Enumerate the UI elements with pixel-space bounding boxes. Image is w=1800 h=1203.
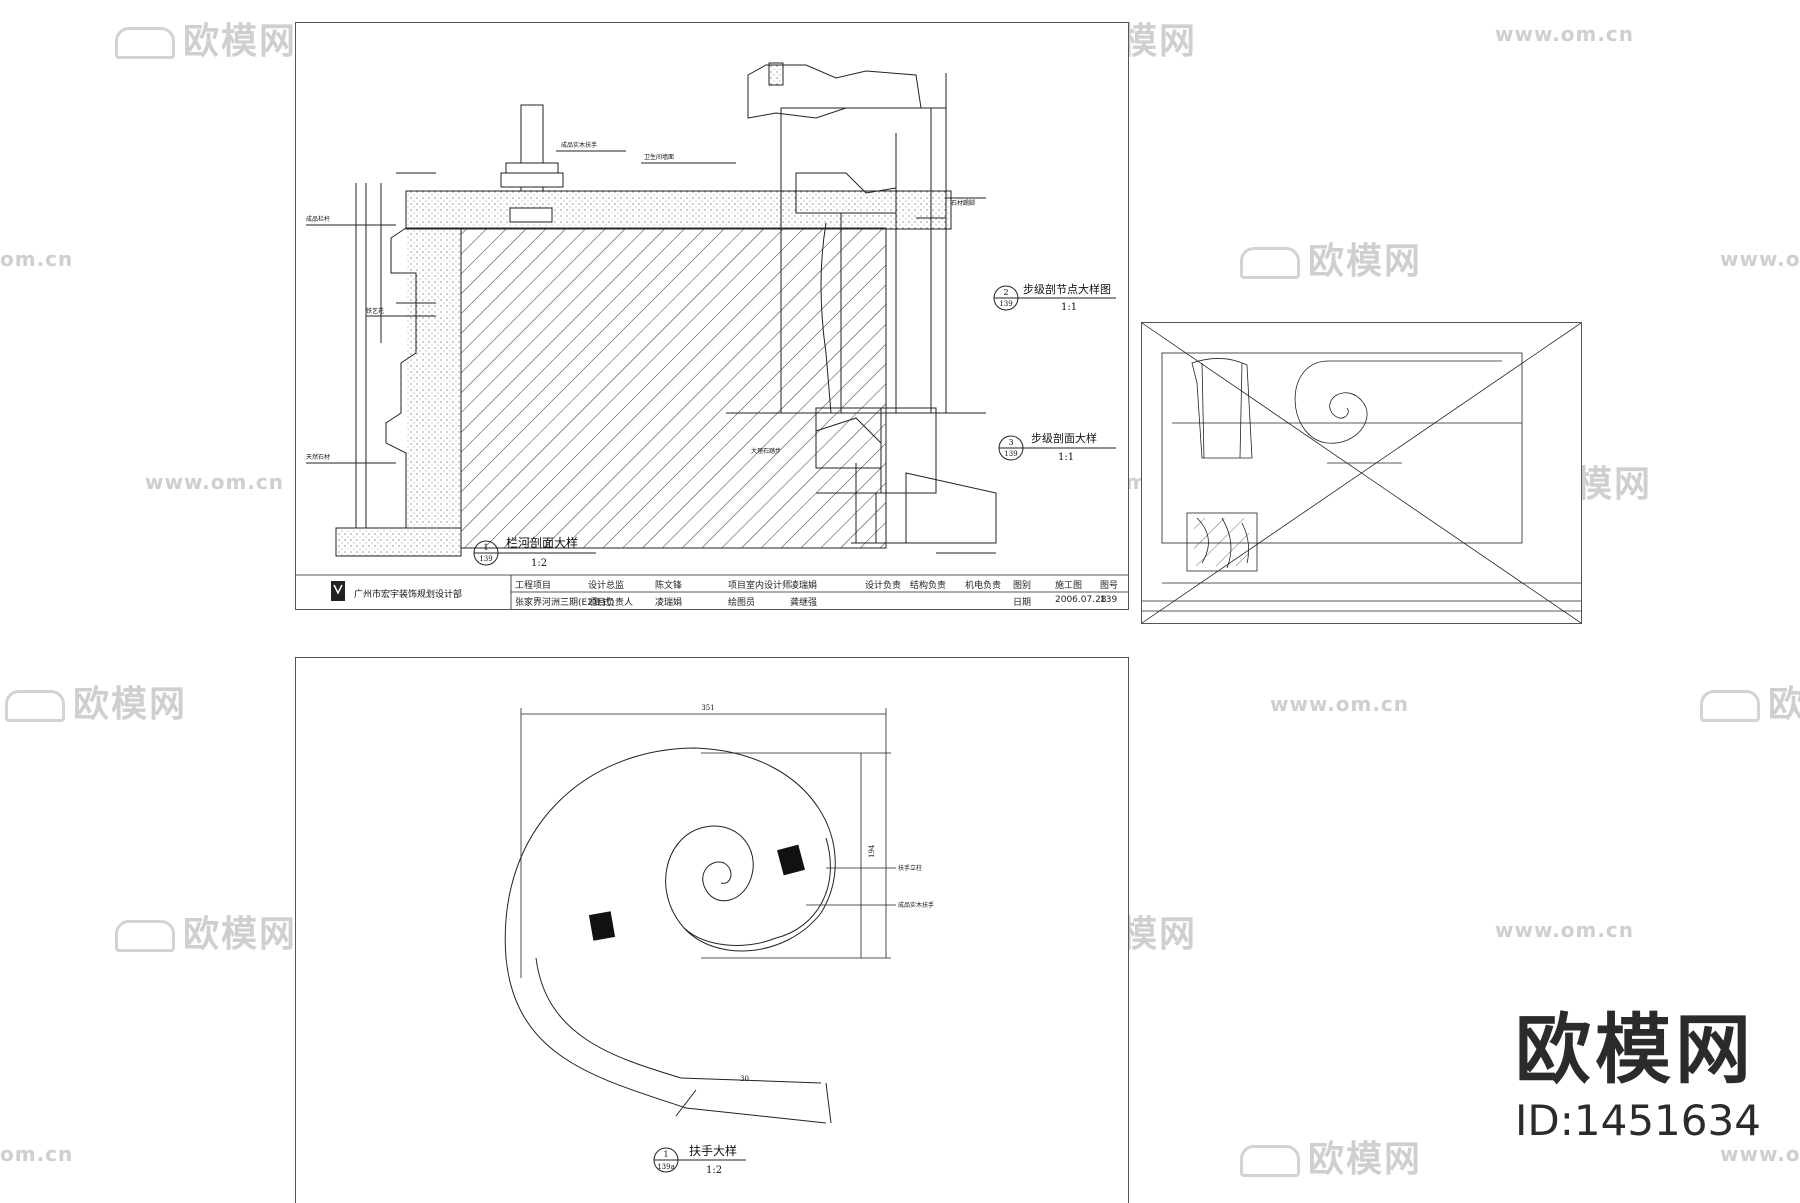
label-scale: 1:2 [531, 558, 547, 569]
title-block-cell: 工程项目 [515, 581, 552, 591]
label-ref: 139 [999, 300, 1012, 308]
watermark-logo-icon [1240, 247, 1300, 279]
section-label-step-node: 2 139 步级剖节点大样图 1:1 [993, 282, 1116, 313]
section-label-step: 3 139 步级剖面大样 1:1 [998, 431, 1116, 463]
title-block-cell: 139 [1100, 595, 1118, 605]
watermark-brand: 欧模网 [1240, 1130, 1422, 1182]
title-block-cell: 设计总监 [588, 581, 625, 591]
company-logo [331, 581, 345, 601]
watermark-brand: 欧模网 [115, 905, 297, 957]
watermark-url: www.om.cn [1720, 247, 1800, 271]
drawing-sheet-handrail-detail [1141, 322, 1582, 624]
handrail-plan-drawing: 351 194 30 扶手立柱 成品实木扶手 1 139a 扶手大样 1:2 [504, 704, 934, 1176]
watermark-url: www.om.cn [1495, 22, 1635, 46]
watermark-brand-text: 欧模网 [1308, 241, 1423, 282]
dimension-lines [520, 708, 896, 978]
title-block-cell: 龚继强 [790, 598, 818, 608]
handrail-detail-drawing [1142, 323, 1581, 623]
label-title: 栏河剖面大样 [506, 535, 578, 550]
section-label-balustrade: 1 139 栏河剖面大样 1:2 [473, 535, 596, 569]
watermark-url: om.cn [0, 247, 74, 271]
label-scale: 1:1 [1061, 302, 1077, 313]
watermark-brand: 欧模网 [115, 12, 297, 64]
detail-label-handrail: 1 139a 扶手大样 1:2 [653, 1143, 746, 1176]
volute-outline [504, 747, 836, 1124]
label-number: 1 [663, 1150, 668, 1159]
annotation-text: 铁艺花 [366, 307, 384, 315]
baluster-post-icon [777, 844, 805, 876]
title-block-cell: 机电负责 [965, 581, 1002, 591]
brand-id: ID:1451634 [1515, 1096, 1761, 1145]
brand-name: 欧模网 [1515, 1005, 1755, 1094]
drawing-sheet-sections: 成品栏杆 铁艺花 天然石材 成品实木扶手 卫生间墙面 1 139 栏河剖面大样 … [295, 22, 1129, 610]
label-title: 步级剖节点大样图 [1023, 282, 1111, 296]
title-block-cell: 张家界河洲三期(E2复式) [515, 598, 615, 608]
balustrade-section [306, 104, 952, 557]
watermark-logo-icon [1700, 690, 1760, 722]
company-name: 广州市宏宇装饰规划设计部 [354, 588, 462, 600]
annotation-text: 大理石踏步 [751, 447, 781, 455]
dim-height: 194 [868, 844, 876, 858]
watermark-brand-text: 欧模网 [183, 21, 298, 62]
title-block-cell: 图别 [1013, 581, 1032, 591]
annotation-text: 石材踢脚 [951, 199, 975, 207]
watermark-brand-text: 欧模网 [183, 914, 298, 955]
annotation-text: 成品实木扶手 [561, 141, 597, 149]
label-ref: 139 [1004, 450, 1017, 458]
drawing-sheet-handrail-plan: 351 194 30 扶手立柱 成品实木扶手 1 139a 扶手大样 1:2 [295, 657, 1129, 1203]
label-title: 步级剖面大样 [1031, 431, 1097, 445]
watermark-logo-icon [5, 690, 65, 722]
label-scale: 1:2 [706, 1165, 722, 1176]
watermark-brand-text: 欧模网 [73, 684, 188, 725]
title-block-cell: 项目负责人 [588, 598, 634, 608]
watermark-brand: 欧模网 [1240, 232, 1422, 284]
title-block [296, 574, 1128, 609]
step-section-detail [815, 407, 997, 554]
annotation-text: 成品栏杆 [306, 215, 330, 223]
annotation-text: 天然石材 [306, 453, 330, 461]
dim-width: 351 [701, 704, 714, 712]
title-block-cell: 2006.07.28 [1055, 595, 1107, 605]
watermark-url: www.om.cn [145, 470, 285, 494]
title-block-cell: 绘图员 [728, 598, 756, 608]
watermark-logo-icon [115, 920, 175, 952]
title-block-cell: 日期 [1013, 598, 1032, 608]
annotation-text: 成品实木扶手 [898, 901, 934, 909]
title-block-cell: 凌瑞娟 [655, 598, 683, 608]
watermark-brand: 欧模网 [5, 675, 187, 727]
title-block-cell: 结构负责 [910, 581, 947, 591]
label-number: 3 [1008, 438, 1013, 447]
label-ref: 139 [479, 555, 492, 563]
title-block-cell: 图号 [1100, 581, 1119, 591]
watermark-logo-icon [115, 27, 175, 59]
label-title: 扶手大样 [689, 1143, 737, 1158]
brand-watermark: 欧模网 ID:1451634 [1515, 1010, 1761, 1146]
watermark-brand: 欧模网 [1700, 675, 1800, 727]
watermark-logo-icon [1240, 1145, 1300, 1177]
title-block-cell: 设计负责 [865, 581, 902, 591]
annotation-text: 扶手立柱 [898, 864, 922, 872]
watermark-brand-text: 欧模网 [1768, 684, 1800, 725]
title-block-cell: 陈文锋 [655, 581, 683, 591]
label-number: 2 [1003, 288, 1008, 297]
watermark-brand-text: 欧模网 [1308, 1139, 1423, 1180]
label-number: 1 [483, 543, 488, 552]
watermark-url: www.om.cn [1270, 692, 1410, 716]
title-block-cell: 凌瑞娟 [790, 581, 818, 591]
watermark-url: om.cn [0, 1142, 74, 1166]
label-ref: 139a [657, 1163, 675, 1171]
title-block-cell: 施工图 [1055, 581, 1083, 591]
step-node-detail [726, 62, 986, 414]
label-scale: 1:1 [1058, 452, 1074, 463]
sections-drawing: 成品栏杆 铁艺花 天然石材 成品实木扶手 卫生间墙面 1 139 栏河剖面大样 … [296, 62, 1128, 609]
title-block-cell: 项目室内设计师 [728, 581, 792, 591]
baluster-post-icon [588, 911, 616, 941]
watermark-url: www.om.cn [1495, 918, 1635, 942]
annotation-text: 卫生间墙面 [644, 153, 674, 161]
dim-neck: 30 [740, 1075, 749, 1083]
